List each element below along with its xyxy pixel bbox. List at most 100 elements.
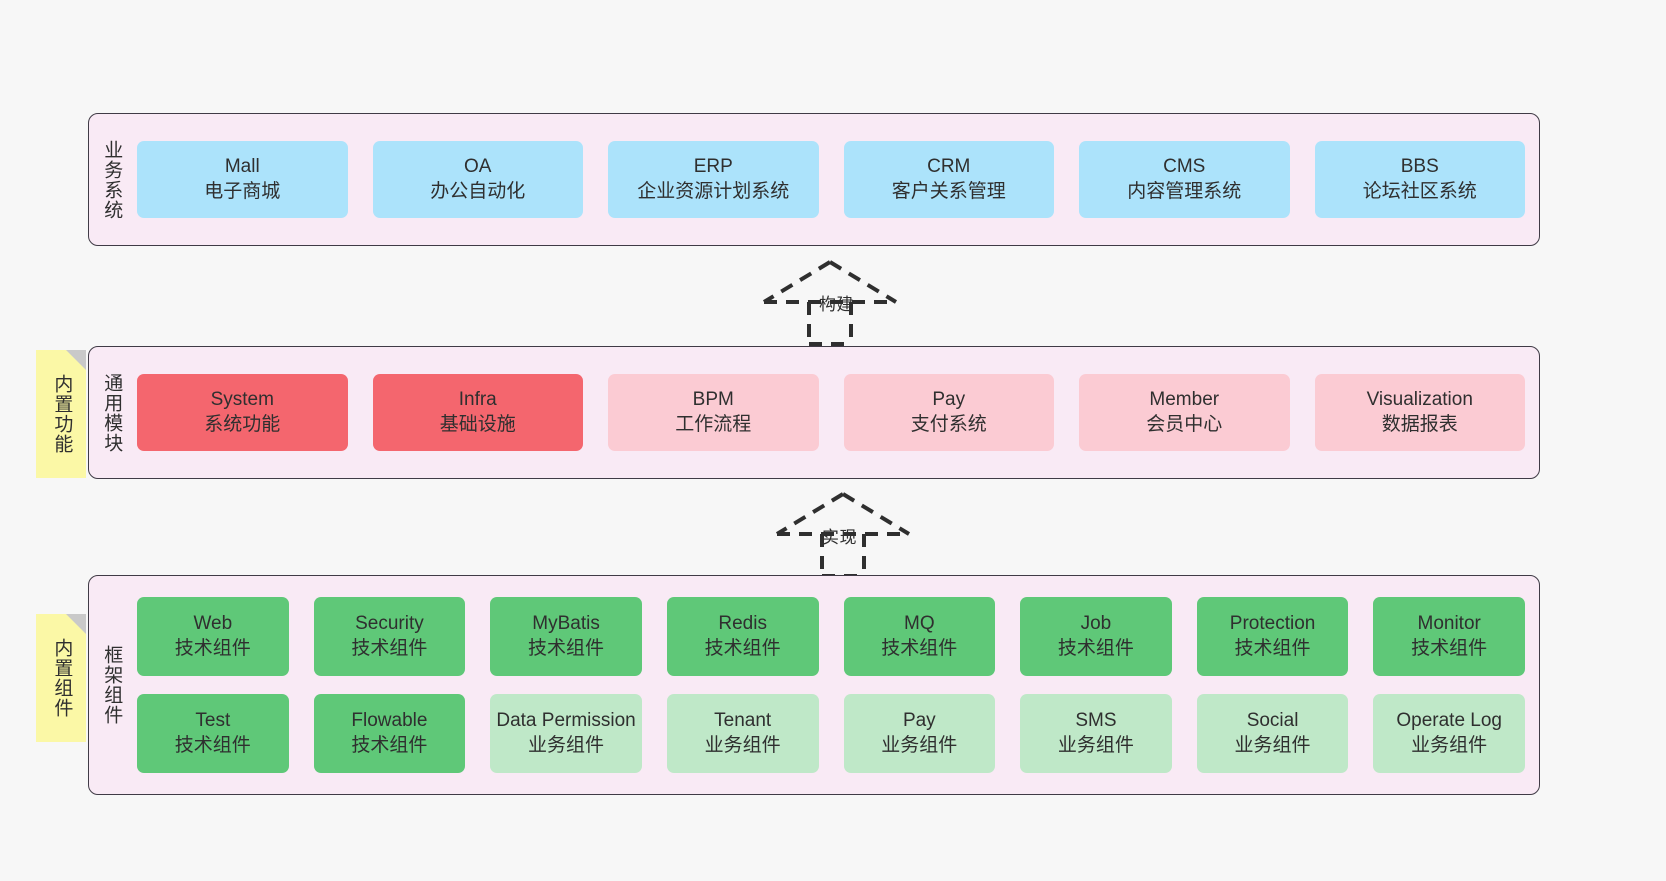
node-subtitle: 技术组件	[1057, 637, 1134, 659]
note-label: 内置功能	[51, 374, 73, 454]
node-oa[interactable]: OA 办公自动化	[372, 141, 583, 218]
node-subtitle: 企业资源计划系统	[637, 180, 790, 202]
node-subtitle: 客户关系管理	[891, 180, 1006, 202]
node-data-permission[interactable]: Data Permission 业务组件	[490, 694, 642, 773]
node-title: BBS	[1400, 155, 1439, 177]
node-cms[interactable]: CMS 内容管理系统	[1079, 141, 1290, 218]
layer-body-framework-components: Web 技术组件 Security 技术组件 MyBatis 技术组件 Redi…	[133, 576, 1539, 794]
node-title: Job	[1080, 612, 1112, 634]
node-test[interactable]: Test 技术组件	[137, 694, 289, 773]
node-crm[interactable]: CRM 客户关系管理	[843, 141, 1054, 218]
node-title: CRM	[927, 155, 971, 177]
node-title: Flowable	[351, 709, 428, 731]
node-redis[interactable]: Redis 技术组件	[666, 597, 819, 676]
node-title: OA	[464, 155, 492, 177]
node-pay-component[interactable]: Pay 业务组件	[843, 694, 996, 773]
node-visualization[interactable]: Visualization 数据报表	[1314, 374, 1525, 451]
layer-framework-components: 框架组件 Web 技术组件 Security 技术组件 MyBatis 技术组件…	[88, 575, 1540, 795]
node-subtitle: 技术组件	[351, 637, 428, 659]
node-title: Member	[1149, 388, 1220, 410]
node-title: Pay	[902, 709, 936, 731]
layer-title-framework-components: 框架组件	[101, 645, 123, 725]
row-tech-components: Web 技术组件 Security 技术组件 MyBatis 技术组件 Redi…	[137, 597, 1525, 676]
node-title: Test	[195, 709, 231, 731]
node-title: Redis	[718, 612, 767, 634]
row-business-components: Test 技术组件 Flowable 技术组件 Data Permission …	[137, 694, 1525, 773]
node-subtitle: 业务组件	[881, 734, 958, 756]
node-erp[interactable]: ERP 企业资源计划系统	[608, 141, 819, 218]
row-business-systems: Mall 电子商城 OA 办公自动化 ERP 企业资源计划系统 CRM 客户关系…	[137, 141, 1525, 218]
layer-body-common-modules: System 系统功能 Infra 基础设施 BPM 工作流程 Pay 支付系统…	[133, 347, 1539, 478]
node-title: MyBatis	[532, 612, 600, 634]
node-subtitle: 会员中心	[1146, 413, 1223, 435]
row-common-modules: System 系统功能 Infra 基础设施 BPM 工作流程 Pay 支付系统…	[137, 374, 1525, 451]
node-title: Mall	[224, 155, 260, 177]
node-protection[interactable]: Protection 技术组件	[1196, 597, 1349, 676]
connector-implement-arrow	[775, 492, 911, 578]
node-mybatis[interactable]: MyBatis 技术组件	[490, 597, 642, 676]
node-monitor[interactable]: Monitor 技术组件	[1373, 597, 1525, 676]
node-subtitle: 业务组件	[528, 734, 605, 756]
note-fold-corner-icon	[66, 614, 86, 634]
node-bbs[interactable]: BBS 论坛社区系统	[1314, 141, 1525, 218]
connector-build-label: 构建	[819, 295, 854, 314]
node-infra[interactable]: Infra 基础设施	[372, 374, 583, 451]
node-tenant[interactable]: Tenant 业务组件	[666, 694, 819, 773]
node-title: SMS	[1075, 709, 1117, 731]
node-title: Security	[355, 612, 424, 634]
node-title: Social	[1246, 709, 1299, 731]
node-subtitle: 技术组件	[1411, 637, 1488, 659]
layer-business-systems: 业务系统 Mall 电子商城 OA 办公自动化 ERP 企业资源计划系统 CRM…	[88, 113, 1540, 246]
connector-build-arrow	[762, 260, 898, 346]
node-title: Monitor	[1417, 612, 1481, 634]
node-title: Operate Log	[1396, 709, 1502, 731]
layer-body-business-systems: Mall 电子商城 OA 办公自动化 ERP 企业资源计划系统 CRM 客户关系…	[133, 114, 1539, 245]
node-subtitle: 基础设施	[439, 413, 516, 435]
node-title: CMS	[1163, 155, 1206, 177]
layer-common-modules: 通用模块 System 系统功能 Infra 基础设施 BPM 工作流程 Pay…	[88, 346, 1540, 479]
note-builtin-features: 内置功能	[36, 350, 86, 478]
node-flowable[interactable]: Flowable 技术组件	[313, 694, 466, 773]
node-subtitle: 业务组件	[704, 734, 781, 756]
node-pay-module[interactable]: Pay 支付系统	[843, 374, 1054, 451]
node-bpm[interactable]: BPM 工作流程	[608, 374, 819, 451]
node-web[interactable]: Web 技术组件	[137, 597, 289, 676]
note-fold-corner-icon	[66, 350, 86, 370]
node-mall[interactable]: Mall 电子商城	[137, 141, 348, 218]
node-mq[interactable]: MQ 技术组件	[843, 597, 996, 676]
node-system[interactable]: System 系统功能	[137, 374, 348, 451]
node-title: MQ	[904, 612, 935, 634]
node-job[interactable]: Job 技术组件	[1020, 597, 1172, 676]
node-security[interactable]: Security 技术组件	[313, 597, 466, 676]
node-title: Protection	[1229, 612, 1316, 634]
node-subtitle: 技术组件	[174, 637, 251, 659]
node-subtitle: 工作流程	[675, 413, 752, 435]
node-subtitle: 技术组件	[174, 734, 251, 756]
node-subtitle: 支付系统	[910, 413, 987, 435]
node-subtitle: 技术组件	[351, 734, 428, 756]
node-subtitle: 技术组件	[528, 637, 605, 659]
note-label: 内置组件	[51, 638, 73, 718]
node-operate-log[interactable]: Operate Log 业务组件	[1373, 694, 1525, 773]
note-builtin-components: 内置组件	[36, 614, 86, 742]
node-title: System	[210, 388, 274, 410]
node-title: Web	[193, 612, 233, 634]
node-member[interactable]: Member 会员中心	[1079, 374, 1290, 451]
node-subtitle: 业务组件	[1057, 734, 1134, 756]
node-sms[interactable]: SMS 业务组件	[1020, 694, 1172, 773]
node-social[interactable]: Social 业务组件	[1196, 694, 1349, 773]
node-title: ERP	[693, 155, 733, 177]
node-subtitle: 内容管理系统	[1127, 180, 1242, 202]
node-subtitle: 技术组件	[1234, 637, 1311, 659]
node-title: Data Permission	[496, 709, 636, 731]
node-subtitle: 技术组件	[704, 637, 781, 659]
node-subtitle: 业务组件	[1411, 734, 1488, 756]
node-subtitle: 数据报表	[1381, 413, 1458, 435]
node-title: Visualization	[1366, 388, 1473, 410]
layer-title-business-systems: 业务系统	[101, 139, 123, 220]
node-subtitle: 论坛社区系统	[1362, 180, 1477, 202]
node-title: Tenant	[714, 709, 772, 731]
node-title: BPM	[692, 388, 734, 410]
node-subtitle: 技术组件	[881, 637, 958, 659]
